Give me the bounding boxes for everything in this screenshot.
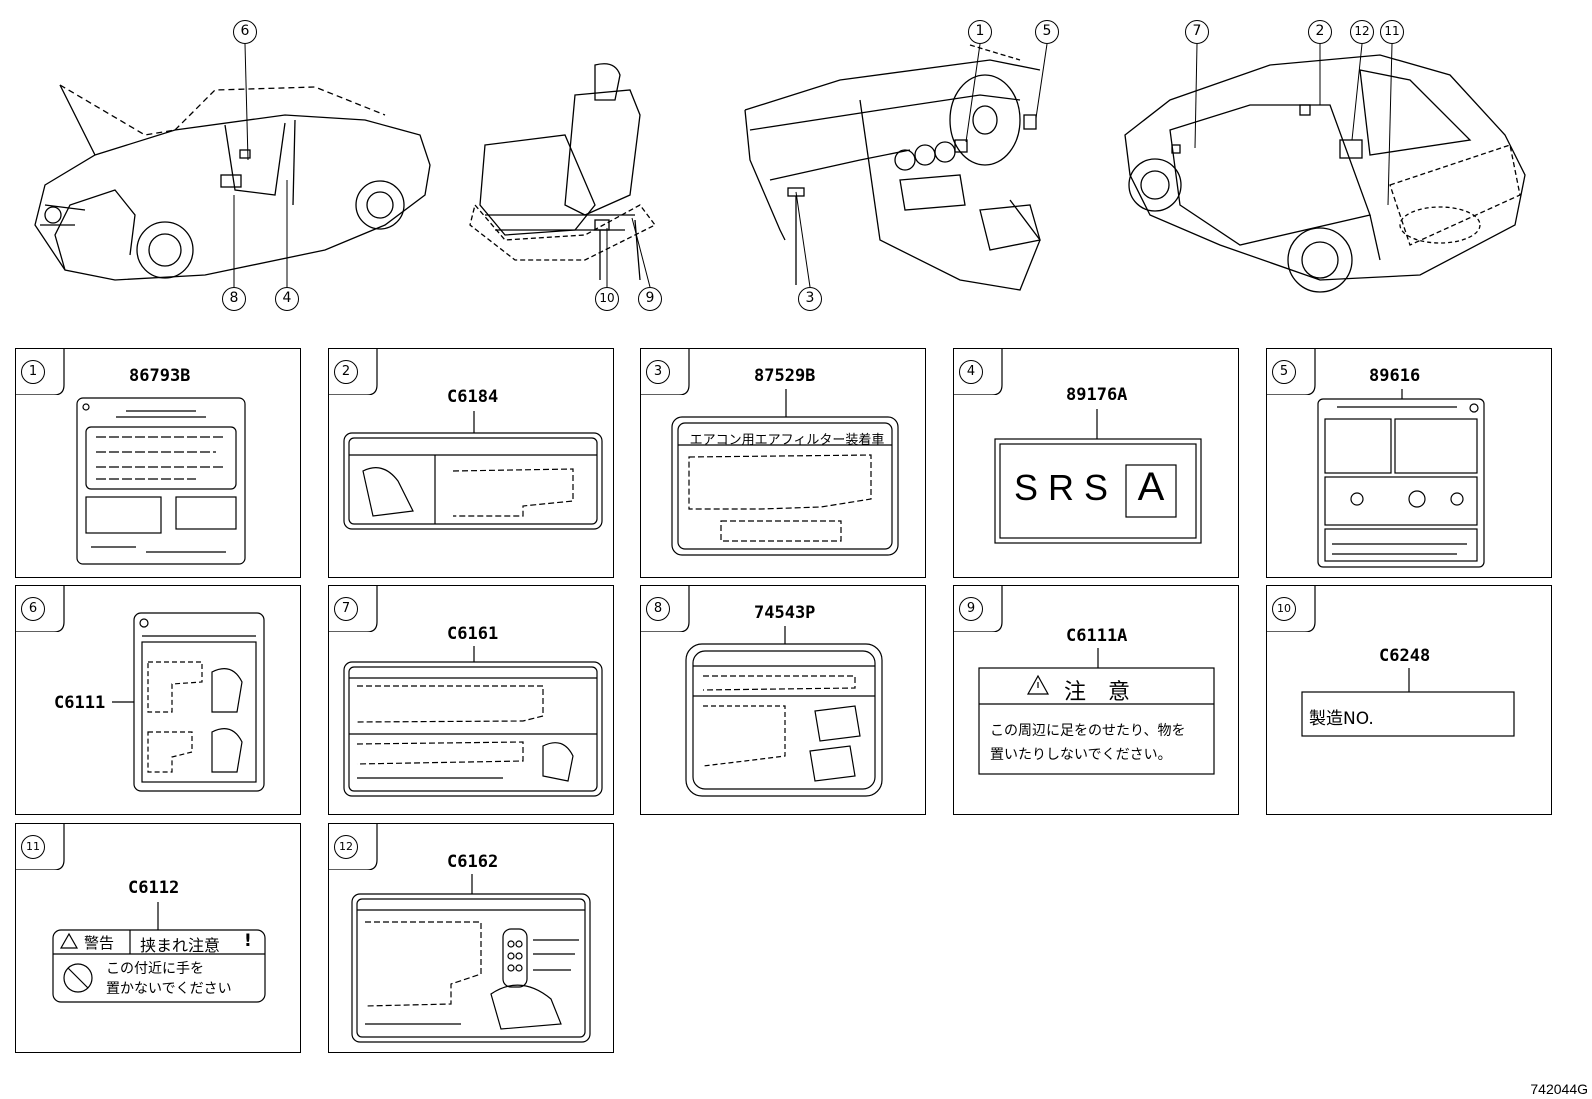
warning-word: 警告: [84, 934, 115, 952]
label-87529b-drawing: [671, 389, 899, 556]
serial-no-label: 製造NO.: [1309, 709, 1374, 729]
part-code: 74543P: [754, 603, 816, 623]
callout-3: 3: [798, 287, 822, 311]
part-code: C6111: [54, 693, 106, 713]
callout-12: 12: [1350, 20, 1374, 44]
caution-line-1: この周辺に足をのせたり、物を: [990, 723, 1186, 739]
car-rear-view: [1124, 54, 1526, 293]
label-c6161-drawing: [343, 646, 603, 797]
callout-10: 10: [595, 287, 619, 311]
callout-8: 8: [222, 287, 246, 311]
caution-line-2: 置いたりしないでください。: [990, 747, 1172, 763]
panel-number: 10: [1272, 597, 1296, 621]
callout-4: 4: [275, 287, 299, 311]
panel-number: 5: [1272, 360, 1296, 384]
label-89176a-drawing: [994, 409, 1202, 544]
panel-4: 4 89176A S R S A: [953, 348, 1239, 578]
callout-9: 9: [638, 287, 662, 311]
panel-8: 8 74543P: [640, 585, 926, 815]
srs-text: S R S: [1014, 467, 1109, 508]
callout-11: 11: [1380, 20, 1404, 44]
label-c6111-drawing: [112, 612, 265, 792]
part-code: 87529B: [754, 366, 816, 386]
part-code: C6111A: [1066, 626, 1128, 646]
callout-7: 7: [1185, 20, 1209, 44]
panel-12: 12 C6162: [328, 823, 614, 1053]
car-front-view: [34, 84, 431, 281]
label-74543p-drawing: [685, 626, 883, 797]
callout-6: 6: [233, 20, 257, 44]
panel-1: 1 86793B: [15, 348, 301, 578]
panel-5: 5 89616: [1266, 348, 1552, 578]
panel-10: 10 C6248 製造NO.: [1266, 585, 1552, 815]
part-code: 89176A: [1066, 385, 1128, 405]
label-c6248-drawing: [1301, 668, 1515, 737]
callout-leaders: [233, 43, 1393, 288]
panel-number: 4: [959, 360, 983, 384]
part-code: 89616: [1369, 366, 1421, 386]
part-code: C6112: [128, 878, 180, 898]
part-code: C6184: [447, 387, 499, 407]
panel-number: 8: [646, 597, 670, 621]
label-c6111a-drawing: [978, 648, 1215, 775]
panel-7: 7 C6161: [328, 585, 614, 815]
aircon-filter-header: エアコン用エアフィルター装着車: [689, 433, 885, 448]
label-86793b-drawing: [76, 397, 246, 565]
seat-view: [469, 63, 656, 281]
panel-number: 7: [334, 597, 358, 621]
panel-number: 6: [21, 597, 45, 621]
label-89616-drawing: [1317, 389, 1485, 568]
panel-number: 2: [334, 360, 358, 384]
part-code: 86793B: [129, 366, 191, 386]
exclamation-mark: !: [244, 931, 252, 951]
panel-number: 1: [21, 360, 45, 384]
callout-1: 1: [968, 20, 992, 44]
panel-3: 3 87529B エアコン用エアフィルター装着車: [640, 348, 926, 578]
panel-number: 3: [646, 360, 670, 384]
panel-11: 11 C6112 警告 挟まれ注意 ! この付近に手を 置かないでください: [15, 823, 301, 1053]
pinch-caution-title: 挟まれ注意: [140, 936, 221, 955]
part-code: C6248: [1379, 646, 1431, 666]
panel-number: 9: [959, 597, 983, 621]
pinch-line-1: この付近に手を: [106, 961, 204, 977]
panel-number: 11: [21, 835, 45, 859]
dashboard-view: [744, 44, 1041, 291]
panel-6: 6 C6111: [15, 585, 301, 815]
srs-letter: A: [1137, 465, 1165, 509]
pinch-line-2: 置かないでください: [106, 981, 232, 997]
label-c6184-drawing: [343, 411, 603, 530]
caution-title: 注 意: [1064, 680, 1131, 705]
part-code: C6162: [447, 852, 499, 872]
callout-5: 5: [1035, 20, 1059, 44]
label-c6112-drawing: [52, 902, 266, 1003]
part-code: C6161: [447, 624, 499, 644]
label-c6162-drawing: [351, 874, 591, 1043]
panel-9: 9 C6111A 注 意 この周辺に足をのせたり、物を 置いたりしないでください…: [953, 585, 1239, 815]
figure-id: 742044G: [1530, 1081, 1588, 1097]
panel-2: 2 C6184: [328, 348, 614, 578]
callout-2: 2: [1308, 20, 1332, 44]
panel-number: 12: [334, 835, 358, 859]
